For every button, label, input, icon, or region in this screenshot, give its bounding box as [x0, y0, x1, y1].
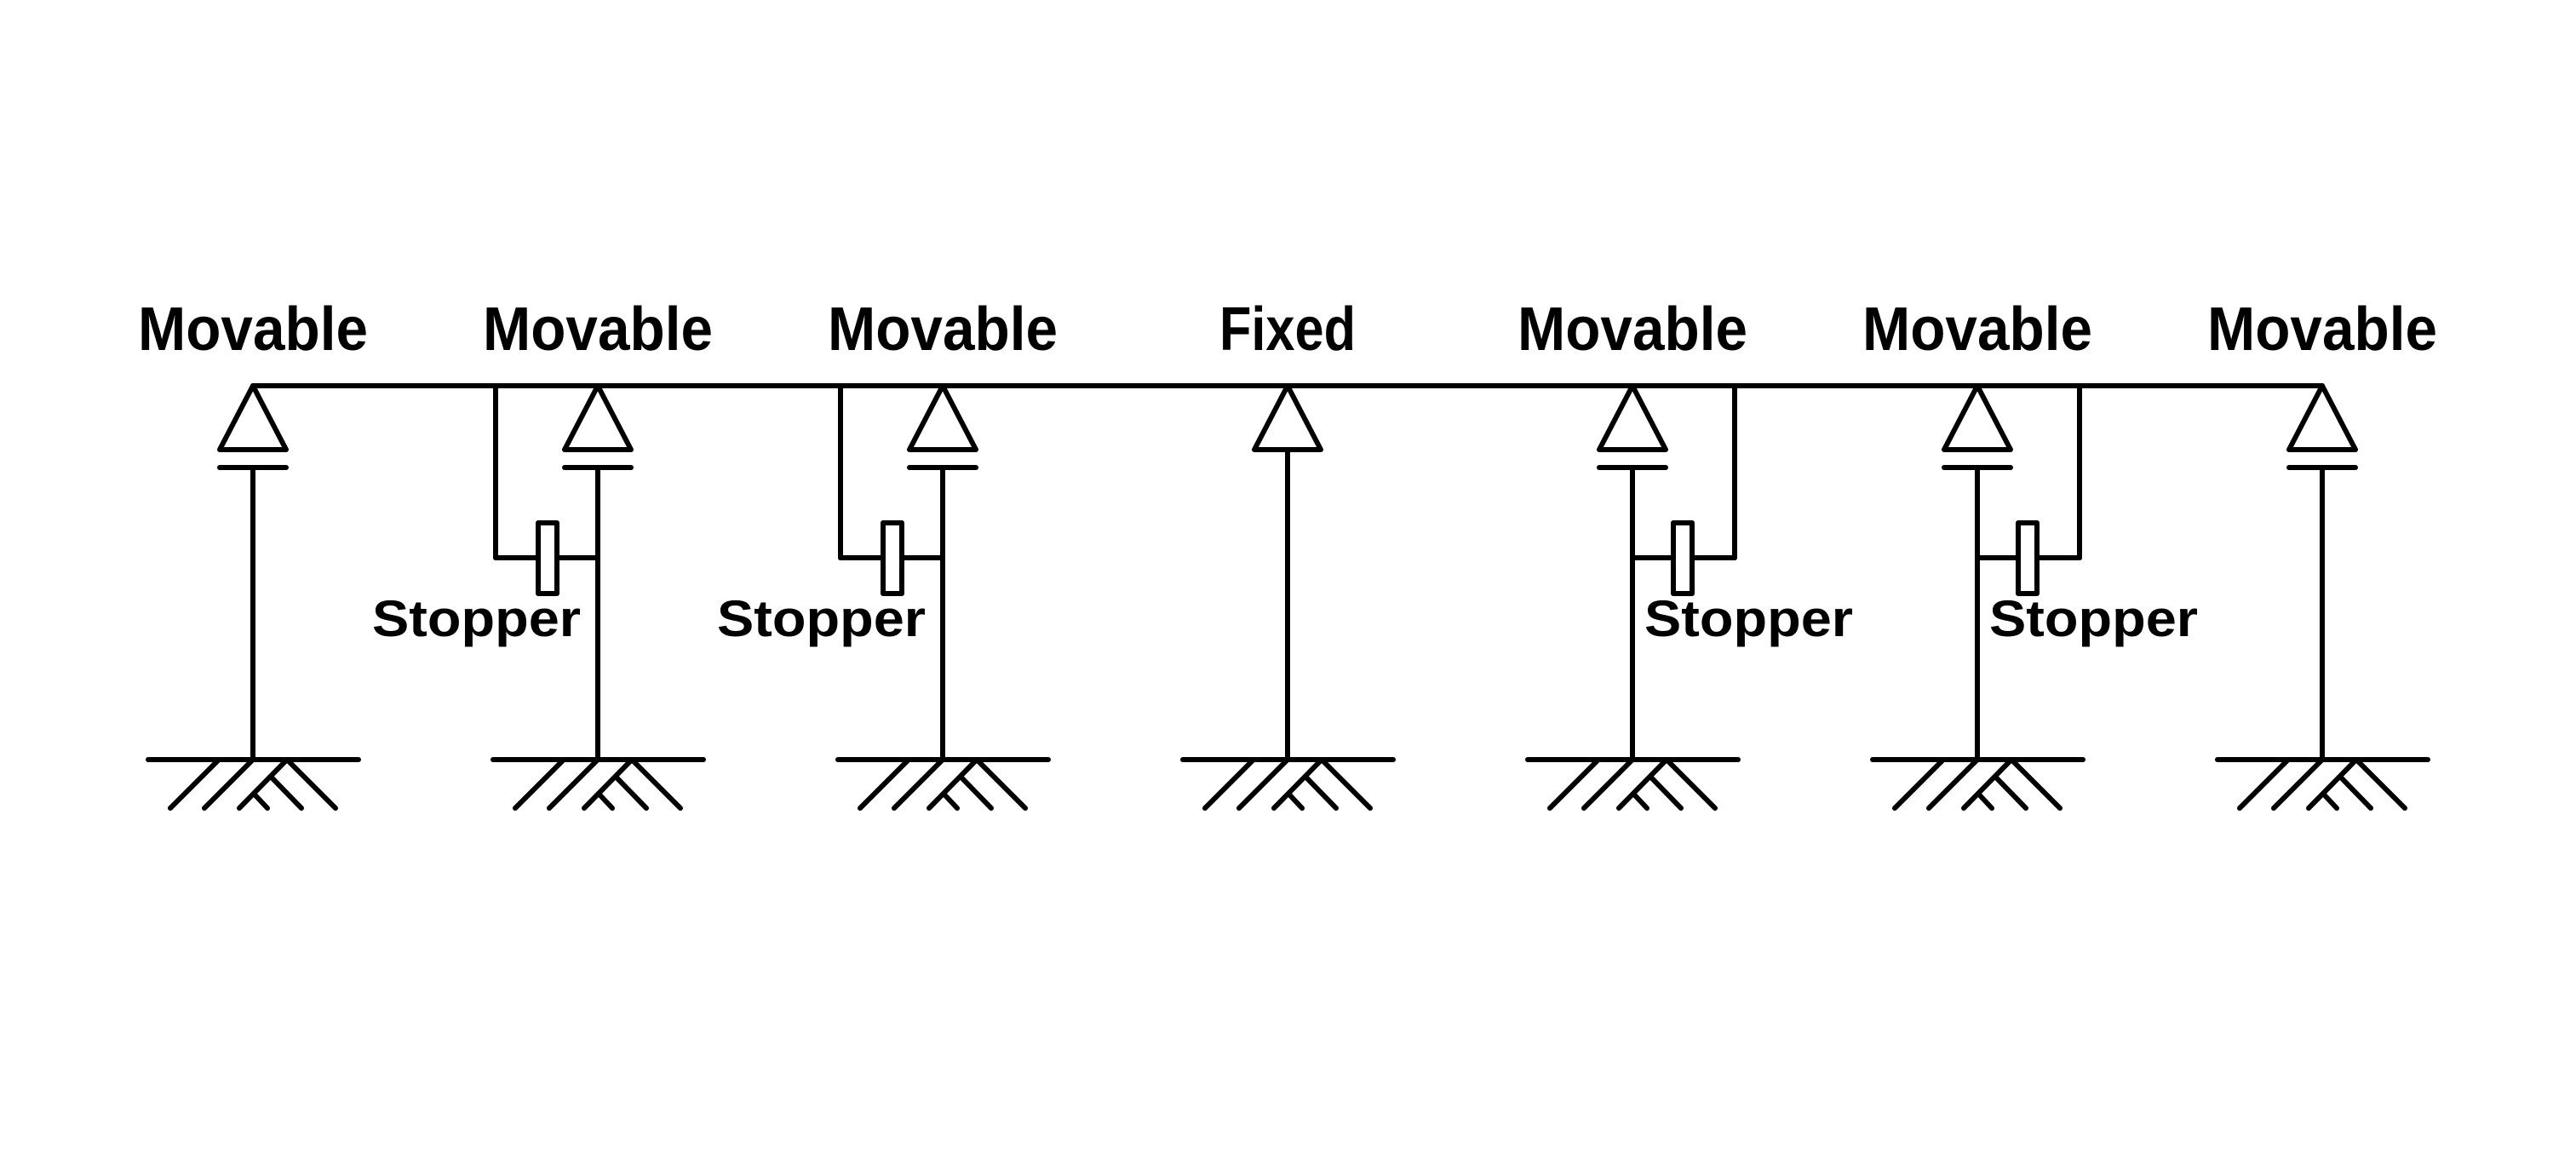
hatch-line — [1287, 792, 1305, 811]
hatch-line — [942, 792, 960, 811]
ground-hatch-icon — [1870, 757, 2085, 811]
support-label: Movable — [828, 295, 1058, 364]
stopper-label: Stopper — [717, 590, 926, 647]
hatch-line — [1926, 757, 1980, 811]
hatch-line — [252, 792, 270, 811]
hatch-line — [2338, 774, 2373, 811]
support-label: Movable — [1517, 295, 1747, 364]
hatch-line — [858, 757, 911, 811]
hatch-line — [1202, 757, 1256, 811]
stopper: Stopper — [717, 383, 945, 647]
hatch-line — [168, 757, 221, 811]
hatch-line — [1616, 757, 1669, 811]
ground-hatch-icon — [491, 757, 706, 811]
hatch-line — [237, 757, 290, 811]
bearing-triangle-icon — [562, 383, 634, 452]
hatch-line — [2306, 757, 2359, 811]
hatch-line — [1664, 757, 1718, 811]
hatch-line — [1236, 757, 1290, 811]
hatch-line — [1547, 757, 1601, 811]
bearing-triangle-icon — [2286, 383, 2358, 452]
ground-hatch-icon — [1525, 757, 1741, 811]
stopper-label: Stopper — [1644, 590, 1853, 647]
stopper-block-icon — [881, 520, 904, 596]
hatch-line — [2354, 757, 2407, 811]
stopper: Stopper — [372, 383, 600, 647]
bearing-triangle-icon — [217, 383, 289, 452]
hatch-line — [613, 774, 649, 811]
hatch-line — [892, 757, 945, 811]
support-label: Movable — [483, 295, 713, 364]
hatch-line — [1976, 792, 1994, 811]
support-7: Movable — [2207, 295, 2437, 811]
hatch-line — [2009, 757, 2063, 811]
support-label: Movable — [1862, 295, 2092, 364]
support-label: Movable — [2207, 295, 2437, 364]
hatch-line — [1303, 774, 1339, 811]
hatch-line — [629, 757, 683, 811]
hatch-line — [202, 757, 255, 811]
hatch-line — [597, 792, 615, 811]
hatch-line — [1648, 774, 1684, 811]
support-1: Movable — [138, 295, 368, 811]
stopper-label: Stopper — [1989, 590, 2198, 647]
hatch-line — [1993, 774, 2028, 811]
hatch-line — [2237, 757, 2291, 811]
hatch-line — [1581, 757, 1635, 811]
hatch-line — [1961, 757, 2014, 811]
ground-hatch-icon — [146, 757, 361, 811]
bearing-triangle-icon — [1942, 383, 2013, 452]
bearing-triangle-icon — [907, 383, 978, 452]
bearing-triangle-icon — [1597, 383, 1668, 452]
hatch-line — [1892, 757, 1946, 811]
stopper-block-icon — [2016, 520, 2040, 596]
hatch-line — [2271, 757, 2325, 811]
stopper-block-icon — [536, 520, 559, 596]
hatch-line — [268, 774, 304, 811]
hatch-line — [582, 757, 634, 811]
hatch-line — [1271, 757, 1324, 811]
stopper: Stopper — [1975, 383, 2198, 647]
hatch-line — [513, 757, 566, 811]
hatch-line — [2321, 792, 2339, 811]
hatch-line — [1632, 792, 1649, 811]
stopper-block-icon — [1671, 520, 1695, 596]
ground-hatch-icon — [1180, 757, 1396, 811]
hatch-line — [284, 757, 338, 811]
hatch-line — [547, 757, 600, 811]
hatch-line — [974, 757, 1028, 811]
support-label: Movable — [138, 295, 368, 364]
ground-hatch-icon — [2215, 757, 2430, 811]
hatch-line — [927, 757, 979, 811]
hatch-line — [1319, 757, 1373, 811]
support-label: Fixed — [1219, 295, 1356, 364]
support-4: Fixed — [1180, 295, 1396, 811]
stopper: Stopper — [1630, 383, 1853, 647]
stopper-label: Stopper — [372, 590, 581, 647]
hatch-line — [958, 774, 994, 811]
ground-hatch-icon — [835, 757, 1051, 811]
